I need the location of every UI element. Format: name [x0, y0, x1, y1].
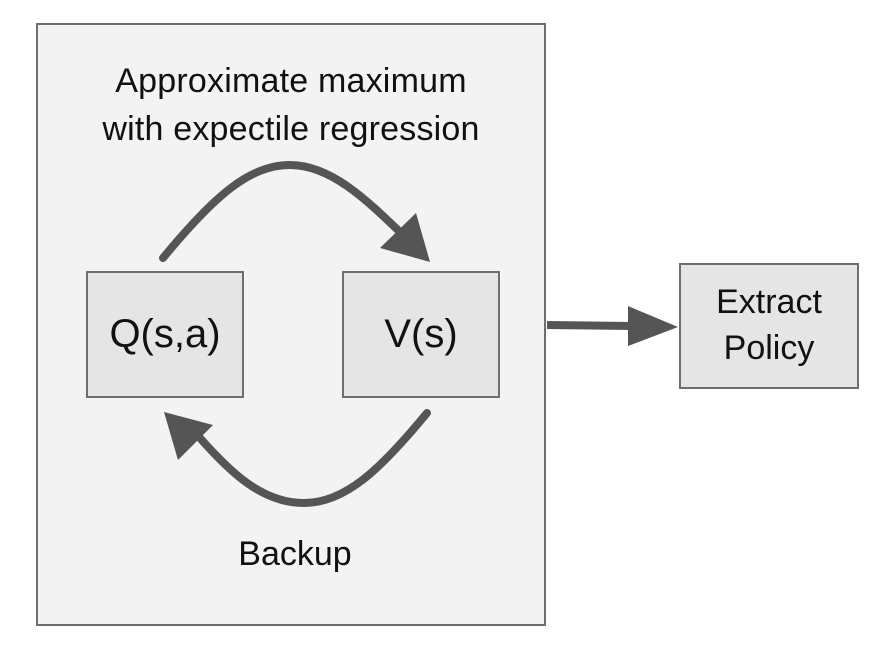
value-function-label: V(s)	[384, 312, 458, 356]
value-function-node: V(s)	[342, 271, 500, 398]
q-to-v-arrowhead	[380, 213, 430, 262]
backup-label: Backup	[238, 535, 352, 573]
extract-policy-label-line-1: Extract	[716, 283, 822, 322]
q-to-v-arrow-shaft	[159, 160, 408, 262]
title-line-1: Approximate maximum	[115, 62, 467, 100]
extract-policy-node: Extract Policy	[679, 263, 859, 389]
diagram-title: Approximate maximum with expectile regre…	[36, 58, 546, 153]
title-line-2: with expectile regression	[102, 109, 480, 148]
extract-arrowhead	[628, 306, 678, 346]
v-to-q-arrow-shaft	[196, 409, 431, 508]
extract-policy-label-line-2: Policy	[723, 329, 815, 367]
q-function-node: Q(s,a)	[86, 271, 244, 398]
v-to-q-arrowhead	[164, 412, 213, 460]
extract-arrow-shaft	[546, 321, 633, 330]
q-function-label: Q(s,a)	[109, 312, 221, 356]
